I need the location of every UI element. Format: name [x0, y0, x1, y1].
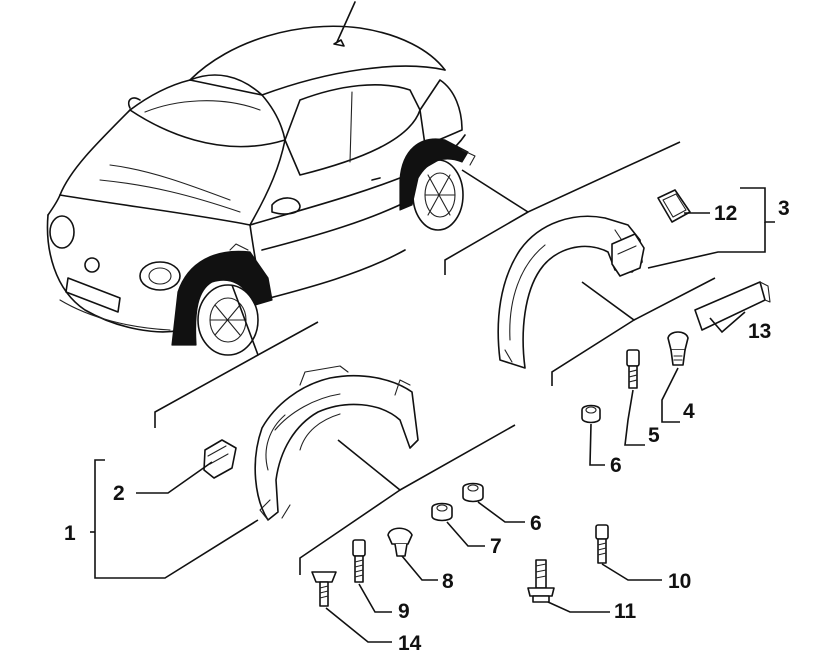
leader-rear-bracket [444, 211, 529, 275]
leader-callout-9 [358, 583, 392, 613]
leader-callout-5 [624, 389, 645, 446]
callout-1: 1 [64, 522, 76, 545]
flange-bolt-part-11 [527, 559, 555, 603]
patch-part-12 [657, 189, 691, 223]
leader-callout-2 [136, 461, 213, 494]
leader-front-arch [231, 284, 319, 357]
car-illustration [46, 1, 476, 356]
nut-part-7 [431, 502, 453, 522]
screw-part-14 [311, 571, 337, 607]
leader-callout-1 [94, 459, 259, 579]
leader-callout-14 [325, 607, 392, 643]
leader-callout-6-lower [477, 501, 525, 523]
push-clip-part-8 [387, 527, 413, 557]
callout-13: 13 [748, 320, 771, 343]
nut-part-6-upper [581, 404, 601, 424]
bolt-part-10 [595, 524, 609, 564]
callout-5: 5 [648, 424, 660, 447]
leader-callout-11 [547, 601, 610, 613]
callout-10: 10 [668, 570, 691, 593]
callout-12: 12 [714, 202, 737, 225]
rear-wheel-arch-liner [497, 215, 645, 369]
leader-front-bracket [154, 354, 259, 428]
callout-9: 9 [398, 600, 410, 623]
leader-callout-4 [661, 367, 680, 423]
leader-callout-10 [601, 563, 662, 581]
callout-6-lower: 6 [530, 512, 542, 535]
callout-11: 11 [614, 600, 637, 623]
callout-3: 3 [778, 197, 790, 220]
nut-part-6-lower [462, 482, 484, 503]
leader-rear-arch [461, 141, 681, 213]
callout-6-upper: 6 [610, 454, 622, 477]
leader-front-hardware [337, 424, 516, 491]
leader-callout-13 [709, 311, 746, 334]
callout-7: 7 [490, 535, 502, 558]
push-clip-part-4 [667, 331, 689, 366]
bolt-part-5 [626, 349, 640, 389]
leader-callout-7 [446, 521, 485, 547]
leader-callout-3 [740, 187, 775, 223]
leader-callout-8 [401, 555, 438, 581]
callout-8: 8 [442, 570, 454, 593]
clip-part-2 [203, 439, 237, 479]
leader-callout-6-upper [589, 423, 605, 466]
front-wheel-arch-liner [254, 365, 419, 521]
callout-4: 4 [683, 400, 695, 423]
leader-rear-hardware [581, 277, 716, 321]
strip-part-13 [694, 281, 771, 331]
bolt-part-9 [352, 539, 366, 583]
callout-2: 2 [113, 482, 125, 505]
callout-14: 14 [398, 632, 422, 655]
